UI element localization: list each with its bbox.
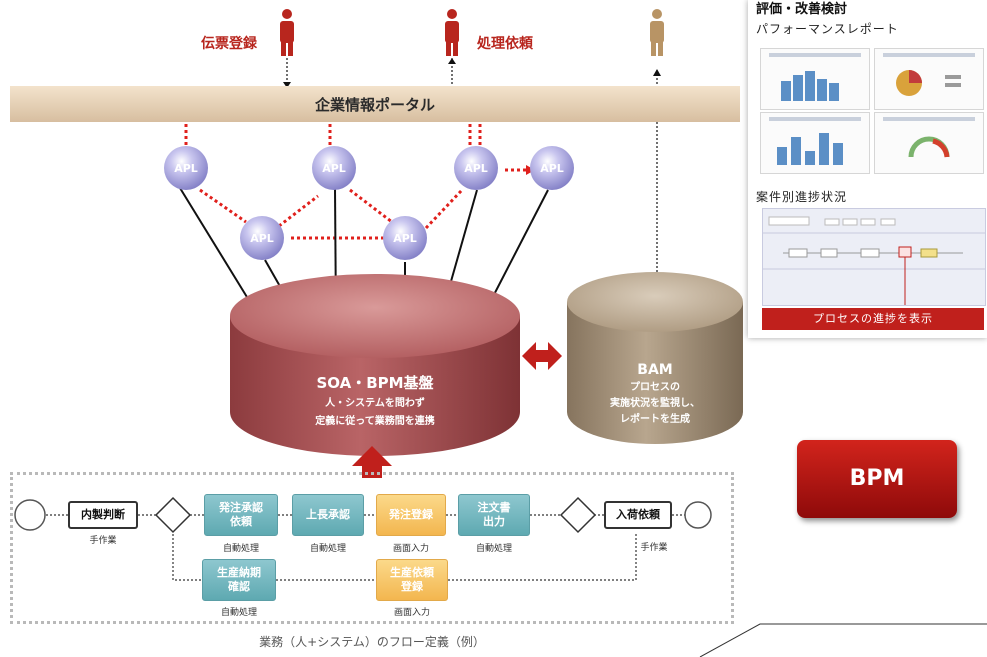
gateway-diamond (559, 496, 597, 534)
flow-step-manager-approval: 上長承認 (292, 494, 364, 536)
bpm-button[interactable]: BPM (797, 440, 957, 518)
apl-node: APL (240, 216, 284, 260)
flow-step-production-lead-time: 生産納期 確認 (202, 559, 276, 601)
report-thumbnail (874, 112, 984, 174)
apl-node: APL (530, 146, 574, 190)
bam-line2: 実施状況を監視し、 (610, 396, 700, 409)
progress-tracker (762, 208, 986, 306)
flow-step-subtext: 画面入力 (393, 608, 430, 618)
dotted-connectors (184, 124, 528, 240)
flow-step-subtext: 自動処理 (475, 544, 512, 554)
flow-step-subtext: 手作業 (89, 536, 117, 546)
flow-step-production-request: 生産依頼 登録 (376, 559, 448, 601)
panel-subtitle: パフォーマンスレポート (756, 22, 899, 36)
flow-step-subtext: 画面入力 (392, 544, 429, 554)
bam-title: BAM (637, 362, 672, 378)
evaluation-panel: 評価・改善検討 パフォーマンスレポート 案件別進捗状況 (748, 0, 987, 338)
end-event (684, 501, 712, 529)
flow-step-order-entry: 発注登録 (376, 494, 446, 536)
show-progress-button[interactable]: プロセスの進捗を表示 (762, 308, 984, 330)
flow-step-po-output: 注文書 出力 (458, 494, 530, 536)
decorative-line (699, 623, 987, 657)
apl-node: APL (383, 216, 427, 260)
flow-step-receiving-request: 入荷依頼 (604, 501, 672, 529)
report-thumbnail (760, 112, 870, 174)
svg-text:APL: APL (250, 232, 274, 245)
soa-bpm-cylinder (230, 274, 520, 456)
person-icon (650, 9, 664, 56)
report-thumbnail (874, 48, 984, 110)
flow-step-order-approval-request: 発注承認 依頼 (204, 494, 278, 536)
person-icon (280, 9, 294, 56)
person-icon (445, 9, 459, 56)
section-title: 案件別進捗状況 (756, 190, 848, 204)
svg-text:APL: APL (174, 162, 198, 175)
gateway-diamond (154, 496, 192, 534)
bam-cylinder (567, 272, 743, 444)
svg-text:APL: APL (540, 162, 564, 175)
flow-step-make-or-buy: 内製判断 (68, 501, 138, 529)
apl-node: APL (454, 146, 498, 190)
svg-text:APL: APL (393, 232, 417, 245)
bam-line3: レポートを生成 (620, 412, 690, 425)
start-event (14, 499, 46, 531)
up-arrow-icon (352, 446, 392, 478)
person-label-left: 伝票登録 (201, 35, 258, 52)
flow-step-subtext: 自動処理 (222, 544, 259, 554)
arrow-icon (653, 69, 661, 76)
svg-text:APL: APL (322, 162, 346, 175)
bam-line1: プロセスの (630, 380, 680, 393)
arrow-icon (283, 82, 291, 88)
soa-line1: 人・システムを問わず (325, 396, 425, 409)
process-flow-frame (10, 472, 734, 624)
flow-step-subtext: 自動処理 (309, 544, 346, 554)
person-label-right: 処理依頼 (476, 35, 534, 52)
double-arrow-icon (522, 342, 562, 370)
portal-label: 企業情報ポータル (314, 96, 435, 114)
apl-node: APL (164, 146, 208, 190)
soa-title: SOA・BPM基盤 (316, 374, 434, 392)
flow-step-subtext: 手作業 (640, 543, 668, 553)
flow-caption: 業務（人+システム）のフロー定義（例） (259, 635, 485, 649)
report-thumbnail (760, 48, 870, 110)
panel-title: 評価・改善検討 (756, 2, 848, 17)
svg-text:APL: APL (464, 162, 488, 175)
apl-node: APL (312, 146, 356, 190)
flow-step-subtext: 自動処理 (220, 608, 257, 618)
arrow-icon (448, 58, 456, 64)
portal-bar (10, 86, 740, 122)
soa-line2: 定義に従って業務間を連携 (315, 414, 435, 427)
